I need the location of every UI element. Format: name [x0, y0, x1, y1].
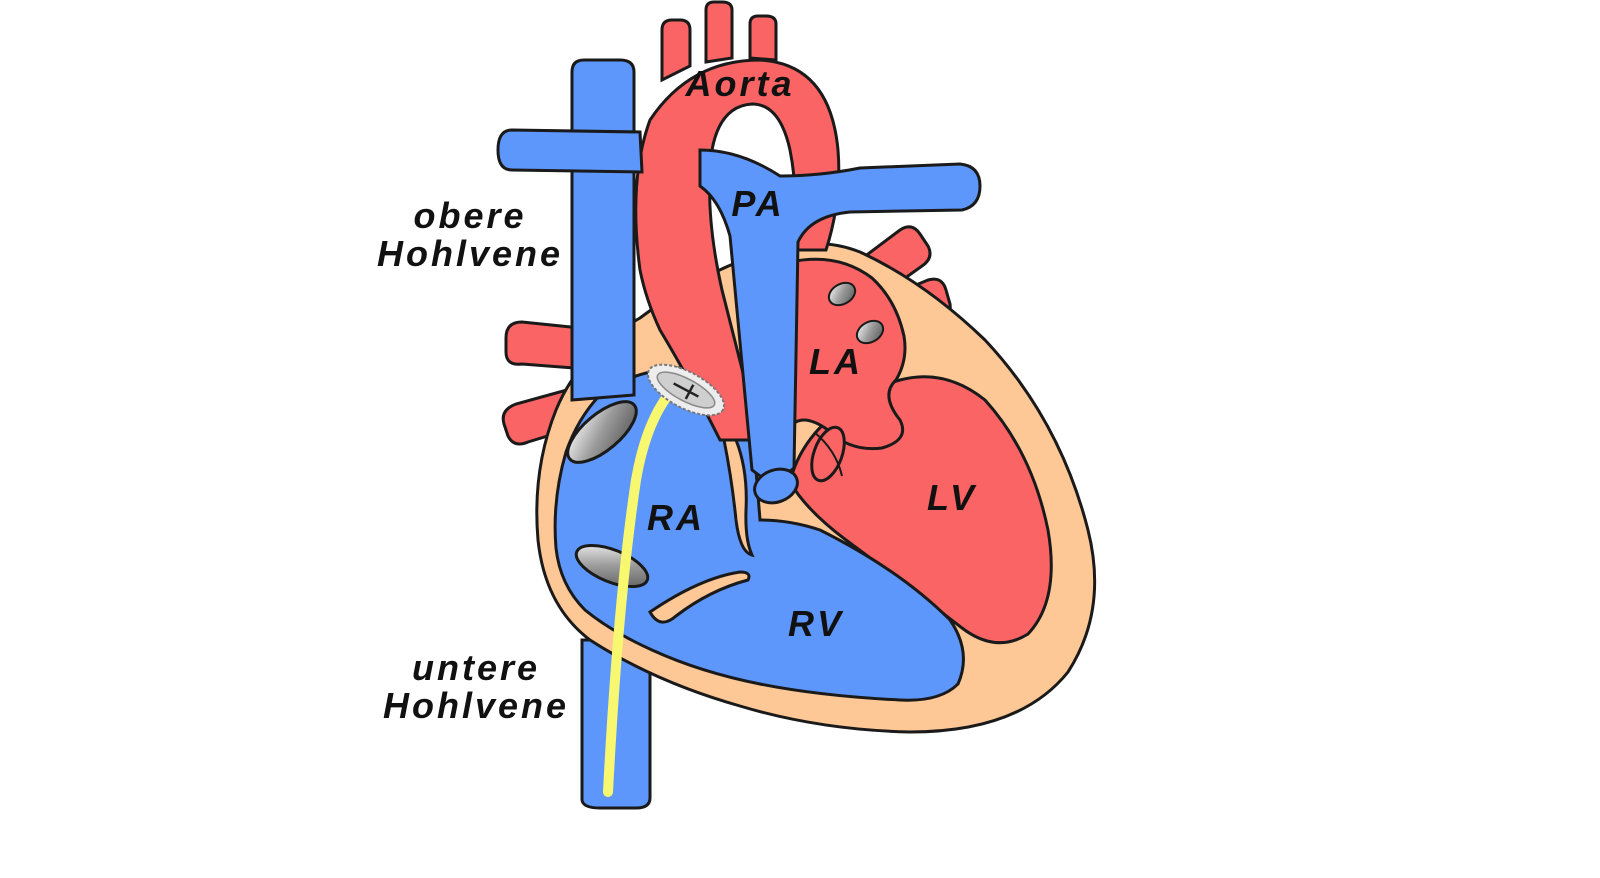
- pulmonary-valve-ring: [753, 467, 799, 505]
- left-subclavian-artery: [748, 14, 778, 62]
- aortic-arch: [634, 58, 841, 442]
- label-svc-line1: obere: [413, 195, 526, 236]
- coronary-sinus-opening: [566, 400, 638, 464]
- label-aorta: Aorta: [684, 63, 794, 104]
- aortic-valve: [810, 425, 846, 483]
- label-ra: RA: [647, 497, 705, 538]
- brachiocephalic-artery: [660, 18, 692, 83]
- septal-band: [648, 570, 751, 624]
- aortic-valve-leaflet: [813, 431, 843, 477]
- pulmonary-vein-opening-lower: [855, 319, 885, 345]
- left-carotid-artery: [704, 0, 734, 64]
- brachiocephalic-vein: [496, 128, 644, 174]
- septal-occluder-icon: [646, 363, 726, 417]
- label-svc-line2: Hohlvene: [377, 233, 563, 274]
- label-lv: LV: [927, 477, 977, 518]
- label-la: LA: [809, 341, 863, 382]
- pulmonary-vein-opening-upper: [827, 281, 857, 307]
- catheter-icon: [603, 375, 687, 797]
- label-ivc-line1: untere: [412, 647, 540, 688]
- superior-vena-cava: [570, 58, 636, 402]
- label-ivc-line2: Hohlvene: [383, 685, 569, 726]
- interatrial-septum-fold: [722, 438, 755, 558]
- label-rv: RV: [788, 603, 844, 644]
- ivc-opening: [574, 543, 650, 589]
- label-pa: PA: [731, 183, 784, 224]
